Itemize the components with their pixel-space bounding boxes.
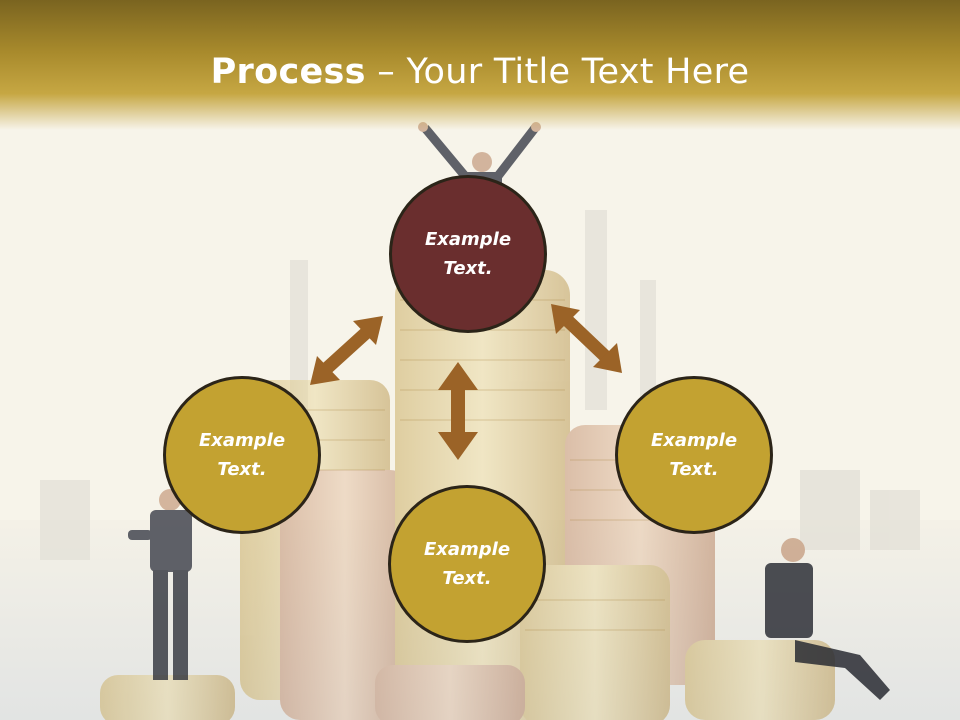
- slide-title: Process – Your Title Text Here: [0, 52, 960, 92]
- node-right-label: Example Text.: [650, 430, 738, 480]
- title-bold: Process: [210, 52, 366, 92]
- arrow-right-diagonal: [551, 304, 622, 373]
- node-left[interactable]: Example Text.: [163, 376, 321, 534]
- node-top-label: Example Text.: [424, 229, 512, 279]
- header-band: [0, 0, 960, 130]
- arrow-left-diagonal: [310, 316, 383, 385]
- arrow-vertical: [438, 362, 478, 460]
- node-right[interactable]: Example Text.: [615, 376, 773, 534]
- node-bottom-label: Example Text.: [423, 539, 511, 589]
- node-top[interactable]: Example Text.: [389, 175, 547, 333]
- node-bottom[interactable]: Example Text.: [388, 485, 546, 643]
- node-left-label: Example Text.: [198, 430, 286, 480]
- title-rest: – Your Title Text Here: [365, 52, 750, 92]
